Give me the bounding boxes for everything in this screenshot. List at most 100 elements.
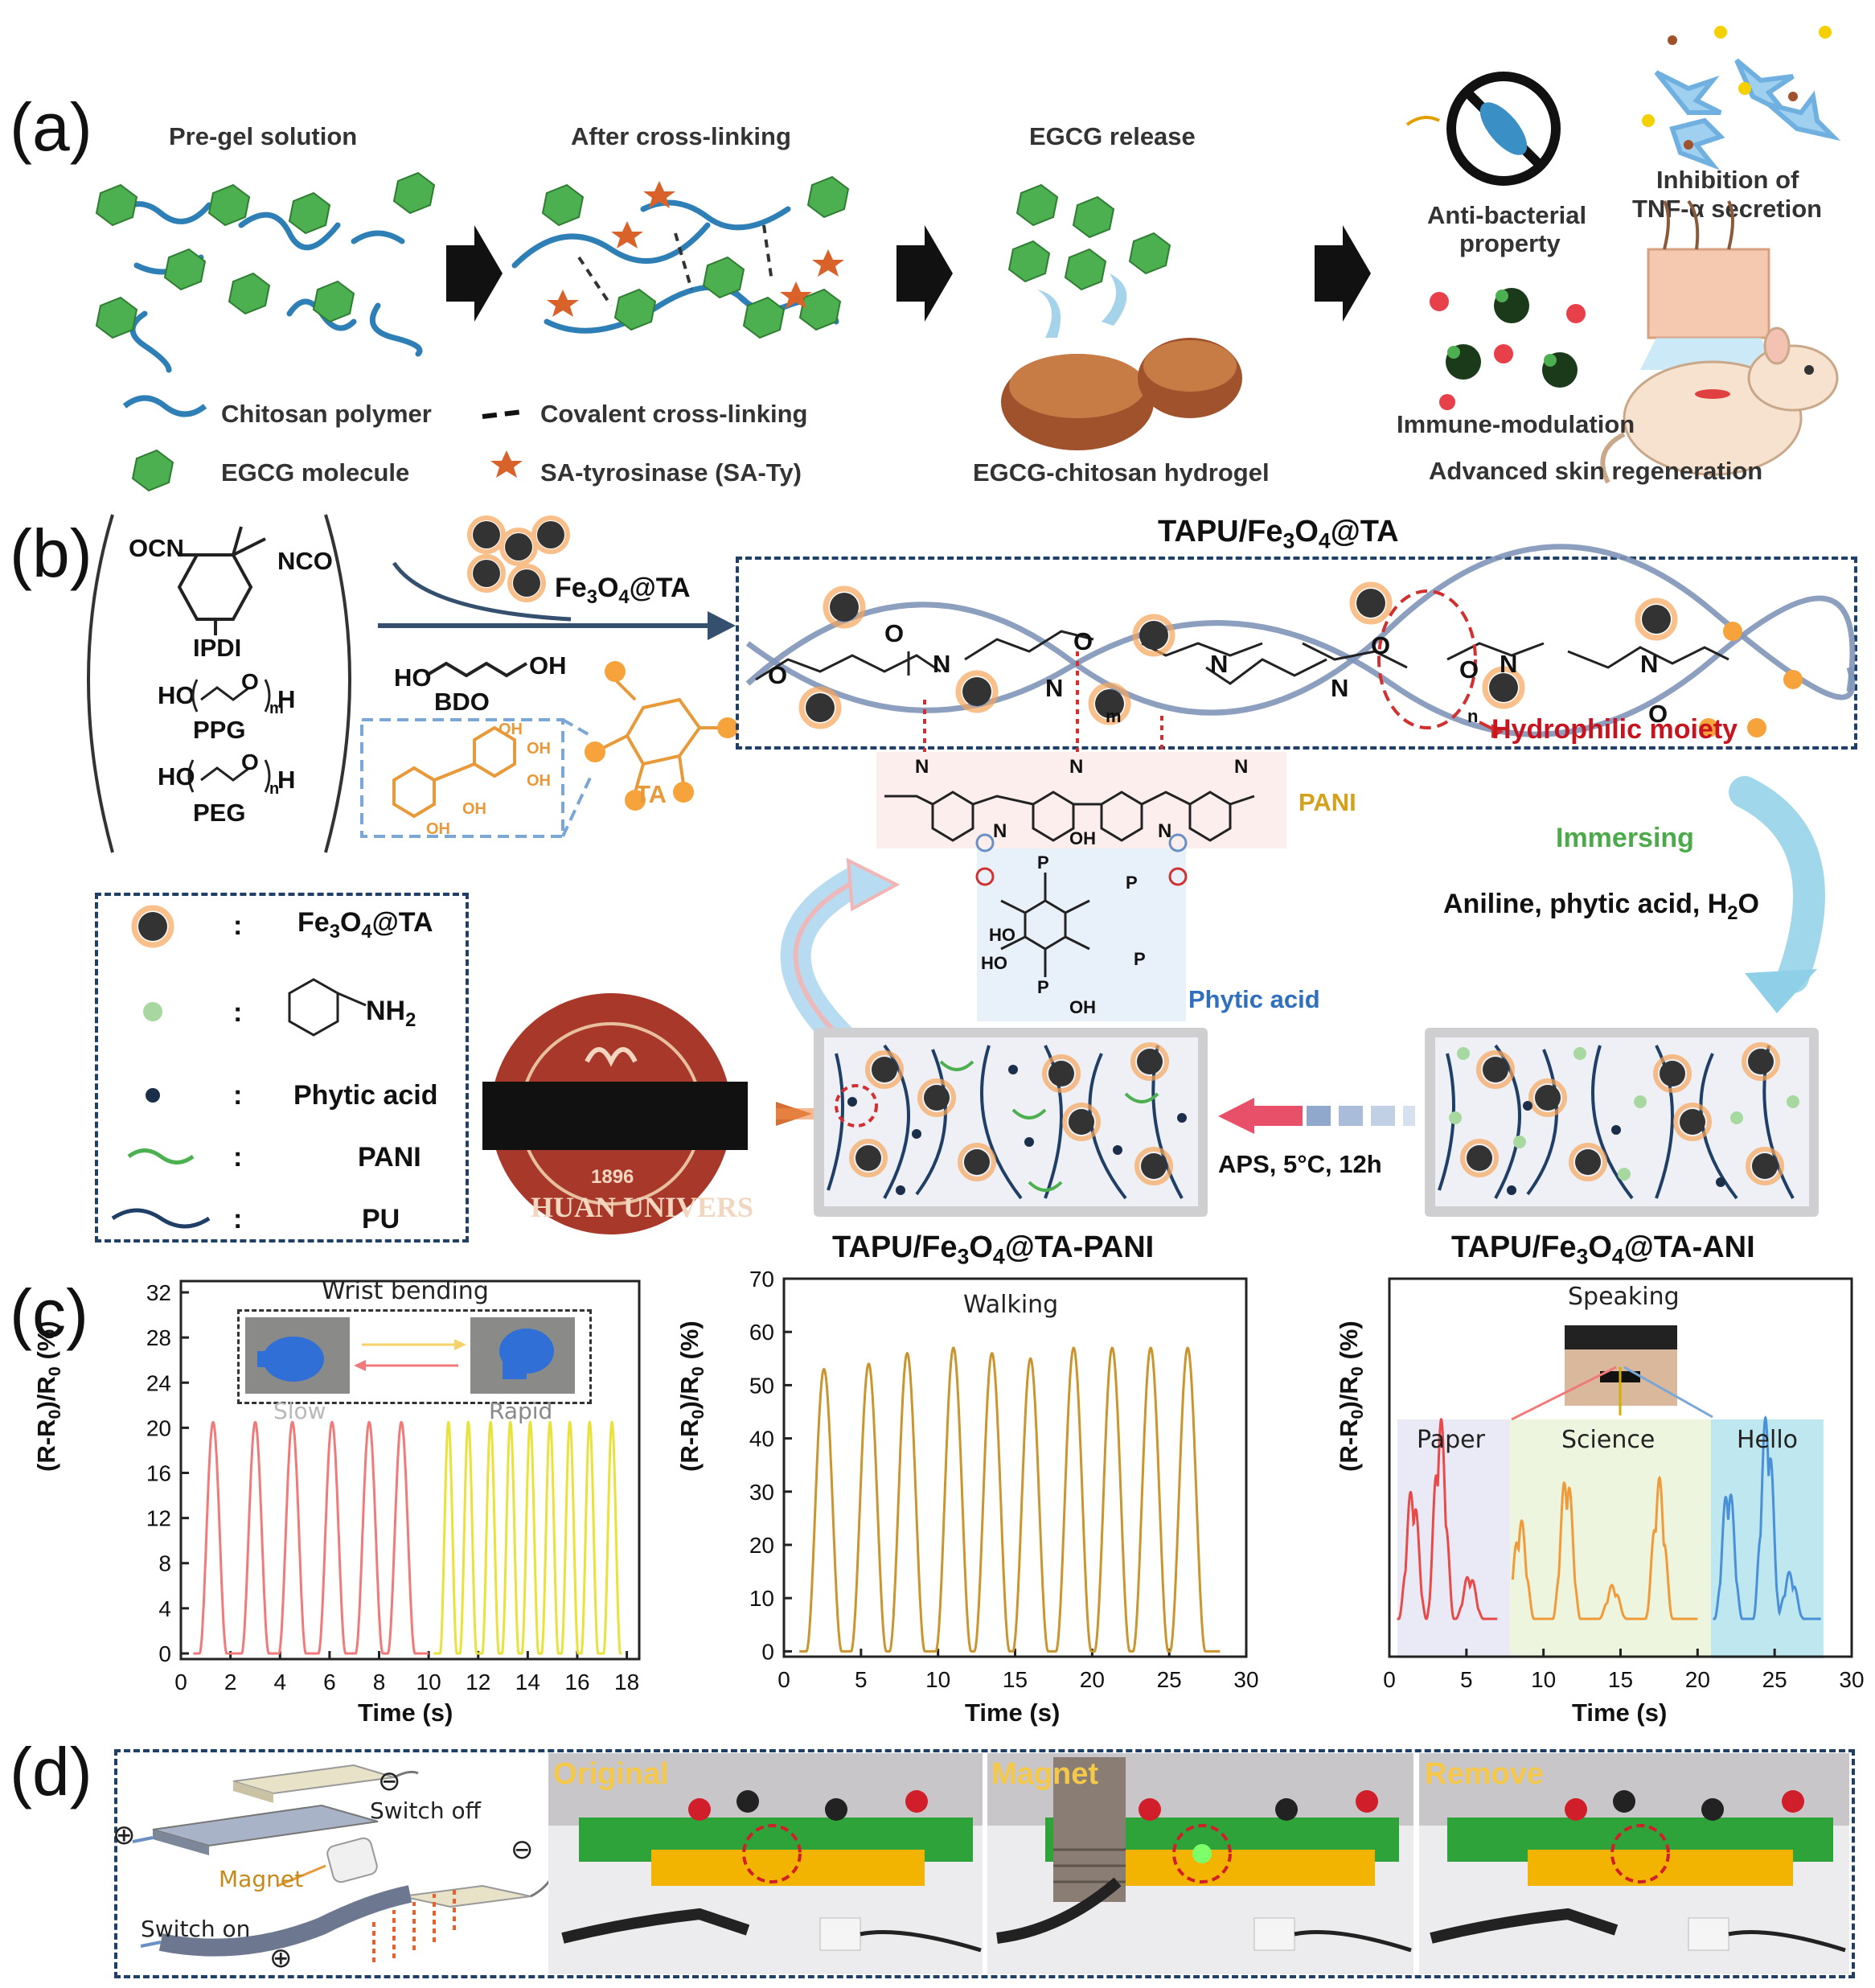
pani-prod-prefix: TAPU/Fe [832, 1230, 958, 1264]
phytic-p-2: P [1126, 873, 1138, 893]
tapu-title: TAPU/Fe3O4@TA [1158, 515, 1399, 554]
pani-prod-sub3: 3 [957, 1244, 970, 1269]
peg-n: n [269, 780, 280, 798]
peg-ho: HO [158, 762, 195, 791]
walking-ytick-label-1: 10 [749, 1586, 774, 1611]
speaking-series-hello [1713, 1415, 1821, 1620]
ppg-label: PPG [193, 716, 246, 744]
legend-b-colon-2: : [233, 997, 243, 1028]
wrist-xtick-label-8: 16 [564, 1670, 589, 1694]
tapu-prefix: TAPU/Fe [1158, 515, 1283, 548]
pre-gel-title: Pre-gel solution [169, 122, 358, 150]
tapu-n-4: N [1331, 674, 1349, 702]
legend-sa-ty: SA-tyrosinase (SA-Ty) [540, 458, 802, 487]
ppg-ho: HO [158, 681, 195, 709]
walking-xtick-label-0: 0 [777, 1667, 790, 1692]
wrist-ytick-label-2: 8 [158, 1551, 171, 1576]
walking-ytick-label-7: 70 [749, 1267, 774, 1292]
walking-ytick-label-4: 40 [749, 1427, 774, 1452]
phytic-p-3: P [1134, 949, 1146, 969]
fe3o4-sub4: 4 [618, 585, 630, 608]
bdo-ho: HO [394, 663, 432, 692]
ta-oh-2: OH [527, 740, 551, 758]
peg-o: O [241, 750, 259, 774]
pani-n-2: N [1069, 756, 1084, 778]
wrist-xtick-label-6: 12 [466, 1670, 490, 1694]
legend-egcg: EGCG molecule [221, 458, 410, 487]
wrist-ytick-label-1: 4 [158, 1596, 171, 1621]
tapu-o-3: O [1073, 627, 1093, 655]
ani-prod-sub4: 4 [1611, 1244, 1624, 1269]
property-text: property [1459, 229, 1561, 257]
wrist-ytick-label-7: 28 [146, 1325, 171, 1350]
immune-modulation-text: Immune-modulation [1397, 410, 1635, 438]
ipdi-label: IPDI [193, 634, 242, 662]
xlabel-chart1: Time (s) [358, 1698, 453, 1727]
tnf-secretion-text: TNF-α secretion [1632, 195, 1823, 223]
ocn-label: OCN [129, 534, 184, 562]
wrist-ytick-label-6: 24 [146, 1370, 171, 1395]
wrist-series-rapid [433, 1420, 622, 1655]
seal-year: 1896 [591, 1166, 634, 1188]
pani-prod-o: O [969, 1230, 993, 1264]
panel-b-label: (b) [10, 515, 92, 591]
ani-prod-suffix: @TA-ANI [1623, 1230, 1755, 1264]
speaking-xtick-label-5: 25 [1762, 1667, 1787, 1692]
bdo-oh: OH [529, 651, 567, 680]
ta-oh-4: OH [426, 820, 450, 838]
photo-remove [1419, 1753, 1849, 1974]
walking-xtick-label-1: 5 [855, 1667, 868, 1692]
peg-h: H [277, 766, 296, 794]
legend-fe: Fe [297, 907, 330, 938]
phytic-p-4: P [1037, 977, 1049, 997]
tapu-structure-box [736, 557, 1857, 750]
fe3o4-o: O [597, 573, 619, 603]
nco-label: NCO [277, 547, 333, 575]
seal-text: HUAN UNIVERS [531, 1191, 754, 1223]
walking-ytick-label-3: 30 [749, 1480, 774, 1505]
xlabel-chart3: Time (s) [1572, 1698, 1668, 1727]
speaking-xtick-label-3: 15 [1608, 1667, 1633, 1692]
minus-top: ⊖ [378, 1766, 401, 1797]
paper-label: Paper [1417, 1426, 1485, 1454]
wrist-ytick-label-0: 0 [158, 1641, 171, 1666]
pani-n-3: N [1234, 756, 1249, 778]
inhibition-of-text: Inhibition of [1656, 166, 1799, 194]
tapu-sub4: 4 [1318, 528, 1331, 553]
pani-prod-suffix: @TA-PANI [1004, 1230, 1155, 1264]
wrist-frame [179, 1279, 641, 1661]
legend-b-colon-5: : [233, 1204, 243, 1234]
tapu-n-6: N [1640, 650, 1659, 678]
anti-bacterial-text: Anti-bacterial [1427, 201, 1587, 229]
tapu-sub3: 3 [1282, 528, 1295, 553]
egcg-release-title: EGCG release [1029, 122, 1196, 150]
remove-label: Remove [1425, 1757, 1544, 1791]
legend-b-pani: PANI [358, 1142, 421, 1173]
ani-prod-sub3: 3 [1576, 1244, 1589, 1269]
speaking-xtick-label-2: 10 [1531, 1667, 1556, 1692]
speaking-xtick-label-0: 0 [1383, 1667, 1396, 1692]
bdo-label: BDO [434, 688, 490, 716]
hydrophilic-moiety-label: Hydrophilic moiety [1491, 714, 1738, 745]
switch-on-label: Switch on [141, 1916, 251, 1942]
legend-b-fe3o4: Fe3O4@TA [297, 907, 433, 943]
fe3o4-sub3: 3 [586, 585, 597, 608]
speaking-xtick-label-6: 30 [1839, 1667, 1864, 1692]
legend-nh-sub: 2 [405, 1008, 416, 1031]
walking-ytick-label-2: 20 [749, 1533, 774, 1558]
ta-oh-3: OH [527, 772, 551, 790]
pani-label: PANI [1299, 788, 1356, 816]
walking-ytick-label-0: 0 [761, 1639, 774, 1664]
speaking-series-science [1511, 1475, 1698, 1620]
wrist-inset-box [237, 1309, 592, 1404]
